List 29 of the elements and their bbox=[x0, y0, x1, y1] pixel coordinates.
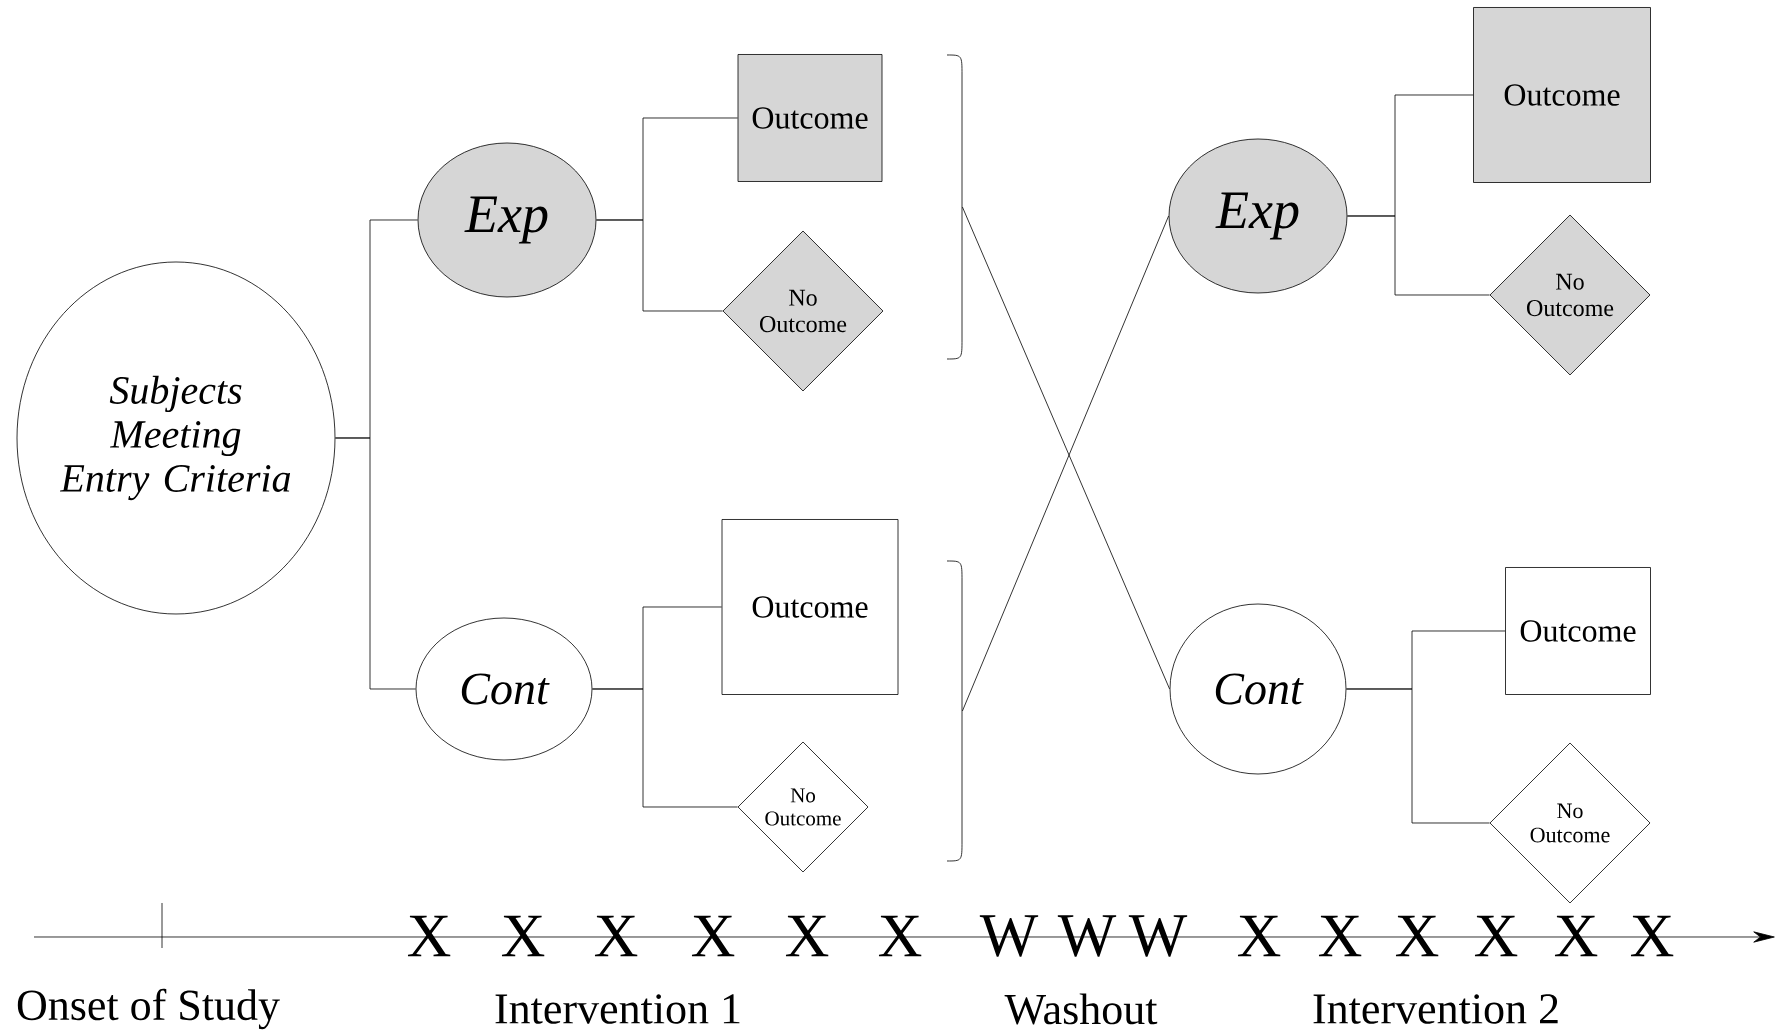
timeline-marker: X bbox=[878, 915, 922, 957]
outcome-box: Outcome bbox=[1505, 567, 1651, 695]
outcome-box: Outcome bbox=[721, 519, 899, 695]
timeline-marker: X bbox=[1630, 915, 1674, 957]
connector bbox=[1346, 688, 1490, 824]
outcome-box: Outcome bbox=[1473, 7, 1651, 183]
timeline-marker: X bbox=[1474, 915, 1518, 957]
bracket bbox=[946, 54, 963, 360]
timeline-marker: X bbox=[785, 915, 829, 957]
timeline-marker: X bbox=[691, 915, 735, 957]
timeline-label: Onset of Study bbox=[17, 988, 280, 1030]
connector bbox=[592, 688, 738, 808]
connector bbox=[335, 437, 416, 690]
timeline-marker: X bbox=[407, 915, 451, 957]
timeline-marker: X bbox=[501, 915, 545, 957]
timeline-label: Washout bbox=[1004, 993, 1158, 1025]
timeline-marker: X bbox=[1318, 915, 1362, 957]
timeline-label: Intervention 2 bbox=[1313, 994, 1558, 1024]
timeline-marker: X bbox=[1395, 915, 1439, 957]
timeline-marker: W bbox=[1057, 915, 1117, 957]
timeline-label: Intervention 1 bbox=[495, 994, 740, 1024]
timeline-marker: W bbox=[1128, 915, 1188, 957]
outcome-box: Outcome bbox=[737, 54, 883, 182]
timeline-marker: X bbox=[1237, 915, 1281, 957]
timeline-marker: X bbox=[594, 915, 638, 957]
connector bbox=[596, 219, 723, 312]
connector bbox=[1347, 215, 1490, 296]
timeline-marker: W bbox=[979, 915, 1039, 957]
bracket bbox=[946, 560, 963, 862]
